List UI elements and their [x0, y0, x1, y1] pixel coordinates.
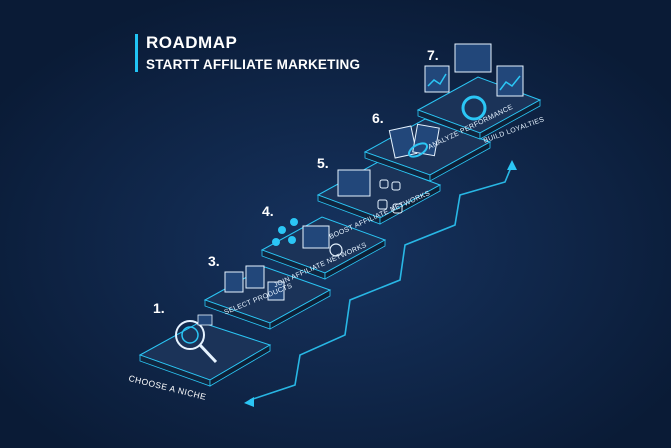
step-5-number: 5. — [317, 155, 329, 171]
arrow-head-bottom — [244, 397, 254, 407]
page-subtitle: STARTT AFFILIATE MARKETING — [146, 57, 361, 72]
platform-step-4 — [260, 216, 387, 280]
platform-step-6 — [363, 118, 492, 182]
platform-step-7 — [416, 43, 542, 140]
arrow-head-top — [507, 160, 517, 170]
step-3-number: 3. — [208, 253, 220, 269]
platform-step-3 — [203, 265, 332, 330]
platform-step-1 — [138, 314, 272, 387]
step-1-number: 1. — [153, 300, 165, 316]
step-7-number: 7. — [427, 47, 439, 63]
staircase-arrow-line — [249, 164, 513, 401]
step-4-number: 4. — [262, 203, 274, 219]
page-title: ROADMAP — [146, 33, 238, 52]
platform-step-5 — [316, 161, 442, 225]
title-accent-bar — [135, 34, 138, 72]
step-6-number: 6. — [372, 110, 384, 126]
